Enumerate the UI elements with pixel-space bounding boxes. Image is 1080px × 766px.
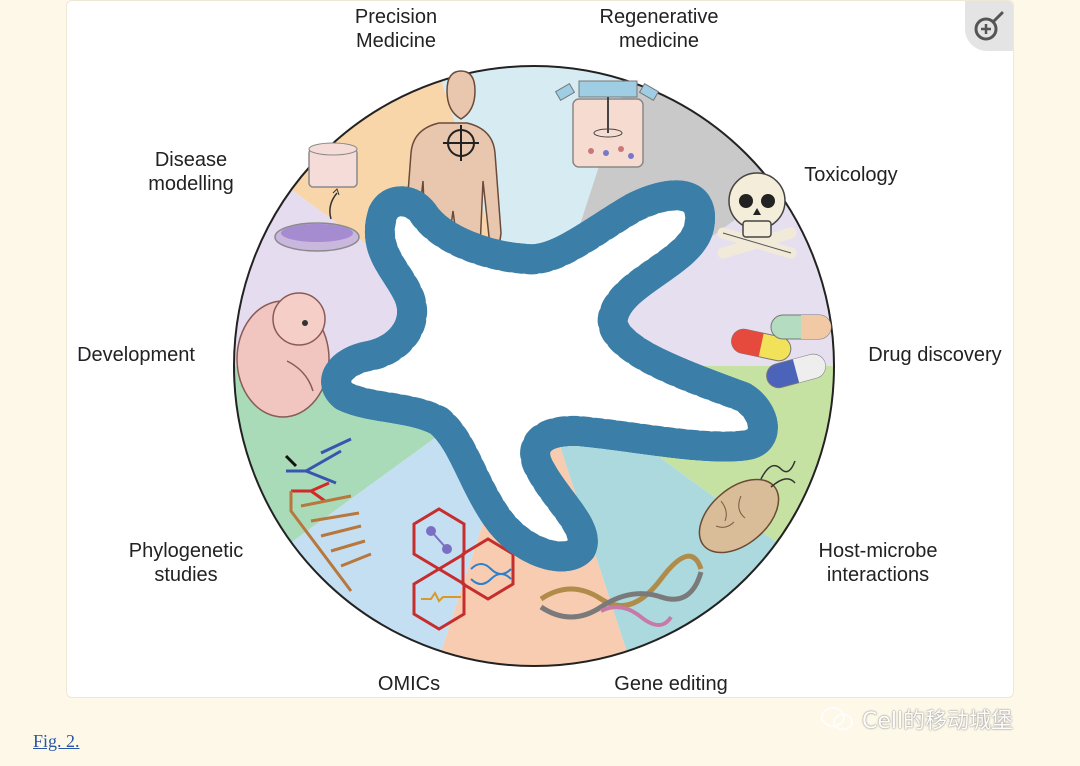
label-toxicology-line-1: Toxicology (804, 164, 897, 186)
label-phylo-line-2: studies (154, 564, 217, 586)
label-development: Development (77, 344, 195, 366)
phylogenetic-tree-icon (284, 437, 372, 592)
figure-caption-link[interactable]: Fig. 2. (33, 731, 80, 751)
label-drug-line-1: Drug discovery (868, 344, 1001, 366)
label-omics-line-1: OMICs (378, 673, 440, 695)
label-disease-line-1: Disease (155, 149, 227, 171)
label-omics: OMICs (378, 673, 440, 695)
bacterium-icon (698, 460, 796, 554)
label-precision-line-1: Precision (355, 6, 437, 28)
label-phylo-line-1: Phylogenetic (129, 540, 244, 562)
label-regenerative-line-2: medicine (619, 30, 699, 52)
pie-outline (233, 65, 835, 667)
label-gene-line-1: Gene editing (614, 673, 727, 695)
label-hostmicrobe-line-1: Host-microbe (819, 540, 938, 562)
fetus-icon (236, 292, 330, 418)
label-disease-line-2: modelling (148, 173, 234, 195)
label-toxicology: Toxicology (804, 164, 897, 186)
label-development-line-1: Development (77, 344, 195, 366)
label-gene: Gene editing (614, 673, 727, 695)
label-regenerative-line-1: Regenerative (600, 6, 719, 28)
bioreactor-icon (554, 80, 660, 168)
organoid-epithelium (336, 195, 763, 556)
petri-dish-icon (274, 142, 360, 252)
omics-hexagons-icon (412, 507, 515, 631)
skull-crossbones-icon (717, 172, 797, 259)
watermark: Cell的移动城堡 (820, 704, 1013, 734)
label-hostmicrobe-line-2: interactions (827, 564, 929, 586)
label-drug: Drug discovery (868, 344, 1001, 366)
watermark-text: Cell的移动城堡 (862, 709, 1014, 734)
capsules-icon (731, 314, 832, 389)
zoom-in-icon (974, 11, 1004, 41)
dna-strand-icon (539, 553, 704, 627)
label-precision-line-2: Medicine (356, 30, 436, 52)
wechat-icon (821, 707, 853, 731)
zoom-in-button[interactable] (965, 1, 1013, 51)
